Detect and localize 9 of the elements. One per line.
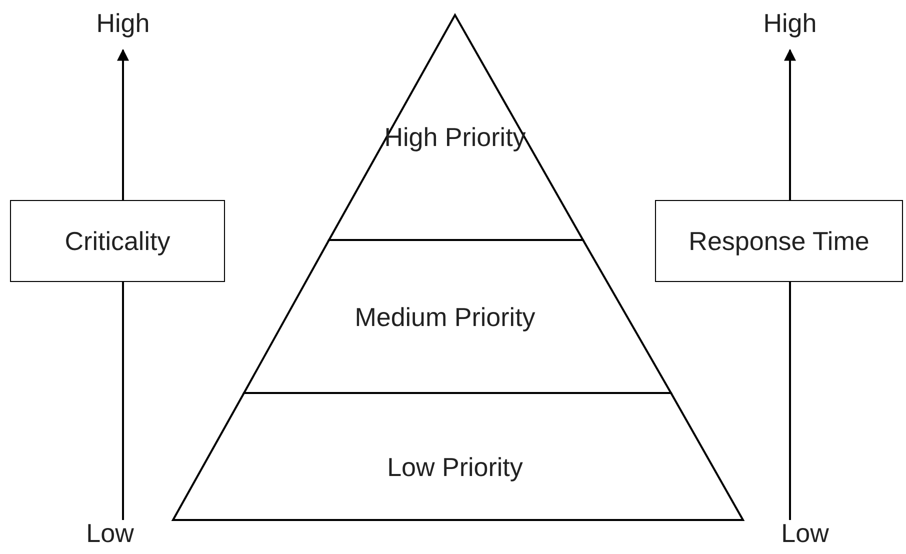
axis-label-box: Criticality (10, 200, 225, 282)
axis-label-box: Response Time (655, 200, 903, 282)
band-label: Medium Priority (354, 301, 536, 334)
band-label: Low Priority (386, 451, 524, 484)
scale-label: High (763, 8, 817, 39)
scale-label: High (96, 8, 150, 39)
scale-label: Low (86, 518, 134, 549)
band-label: High Priority (383, 121, 527, 154)
scale-label: Low (781, 518, 829, 549)
